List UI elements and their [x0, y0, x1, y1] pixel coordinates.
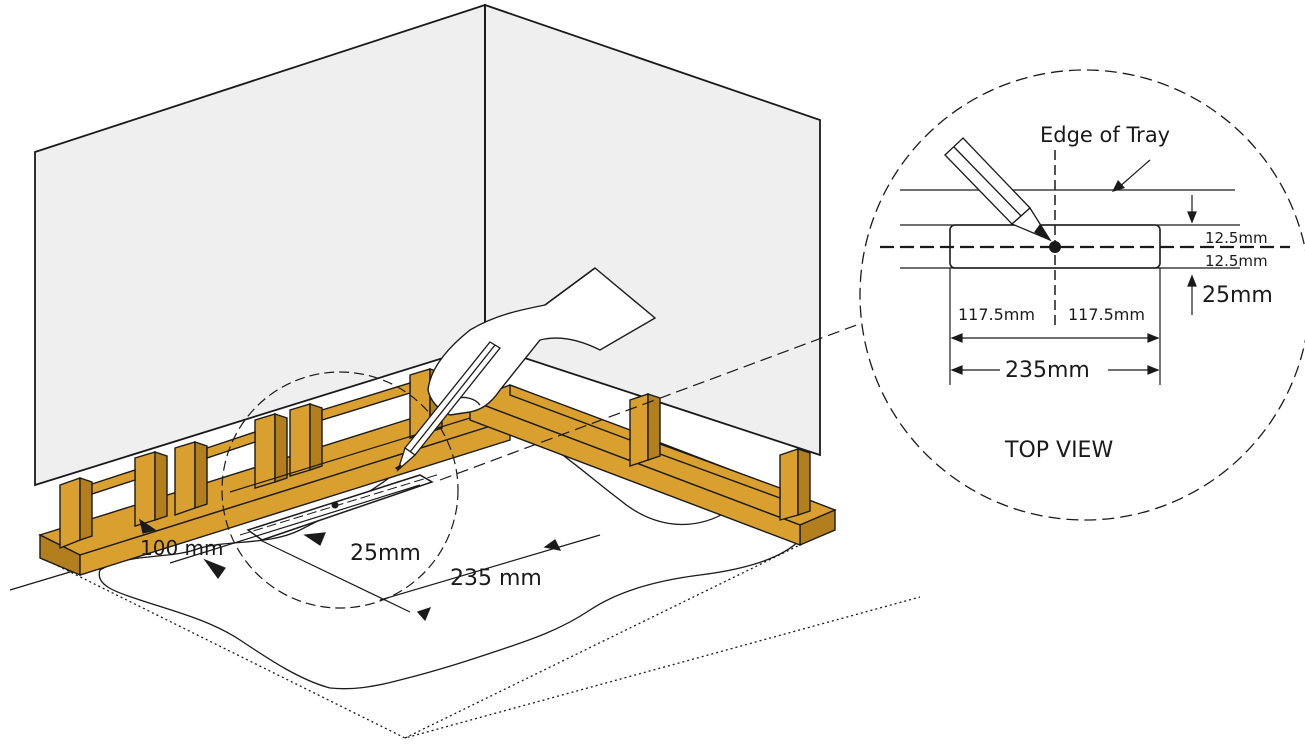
label-half-depth-bottom: 12.5mm [1205, 252, 1268, 270]
label-right-half-width: 117.5mm [1068, 305, 1145, 324]
tray-centre-point [331, 501, 339, 509]
label-top-view: TOP VIEW [1004, 438, 1113, 463]
hand-icon [427, 267, 657, 416]
edge-of-tray-leader [1117, 159, 1151, 189]
edge-of-tray-arrow [1112, 180, 1125, 192]
label-depth-25mm: 25mm [350, 541, 421, 566]
timber-frame-right [468, 383, 837, 547]
floor-outline [39, 539, 921, 739]
label-half-depth-top: 12.5mm [1205, 229, 1268, 247]
right-wall [484, 3, 821, 457]
top-view-centre-point [1049, 241, 1061, 253]
label-offset-100mm: 100 mm [140, 536, 224, 560]
label-depth-25mm-top-view: 25mm [1202, 283, 1273, 308]
pencil-icon [944, 137, 1052, 242]
floor-dimensions [139, 417, 601, 622]
detail-circle-floor [221, 371, 459, 609]
pencil-icon [394, 341, 501, 473]
label-width-235mm: 235 mm [450, 566, 542, 591]
top-view-tray-slot [949, 224, 1161, 269]
detail-leader-line [439, 319, 871, 481]
width-arrows [950, 333, 1160, 375]
label-left-half-width: 117.5mm [958, 305, 1035, 324]
label-edge-of-tray: Edge of Tray [1040, 123, 1170, 147]
depth-arrows [1187, 195, 1197, 315]
label-total-width: 235mm [1005, 358, 1090, 383]
